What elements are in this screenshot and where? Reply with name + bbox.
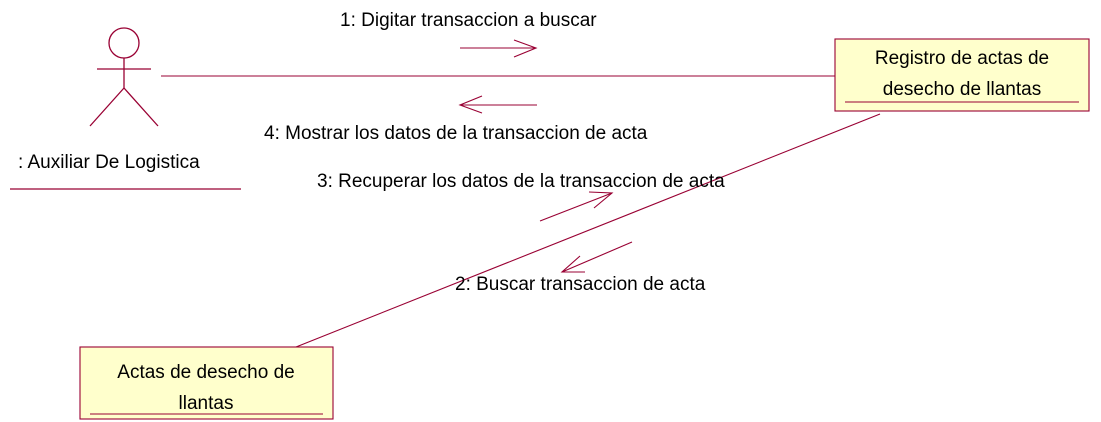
message-2-label: 2: Buscar transaccion de acta: [455, 274, 706, 295]
object-actas-de-desecho[interactable]: Actas de desecho de llantas: [79, 346, 334, 420]
message-3-arrow: [539, 191, 614, 222]
stick-figure-icon: [89, 27, 159, 127]
object-actas-line1: Actas de desecho de: [117, 362, 294, 383]
object-actas-line2: llantas: [179, 393, 234, 414]
message-2-arrow: [560, 241, 633, 273]
link-registro-to-actas: [295, 113, 881, 348]
actor-label: : Auxiliar De Logistica: [18, 152, 200, 173]
object-registro-de-actas[interactable]: Registro de actas de desecho de llantas: [834, 38, 1090, 112]
message-1-label: 1: Digitar transaccion a buscar: [340, 10, 597, 31]
object-registro-line2: desecho de llantas: [883, 79, 1041, 100]
actor-auxiliar-de-logistica[interactable]: : Auxiliar De Logistica: [10, 27, 241, 190]
message-3-label: 3: Recuperar los datos de la transaccion…: [317, 171, 725, 192]
message-4-arrow: [458, 95, 537, 114]
message-1-arrow: [460, 39, 538, 58]
object-registro-line1: Registro de actas de: [875, 48, 1049, 69]
message-4-label: 4: Mostrar los datos de la transaccion d…: [264, 123, 648, 144]
